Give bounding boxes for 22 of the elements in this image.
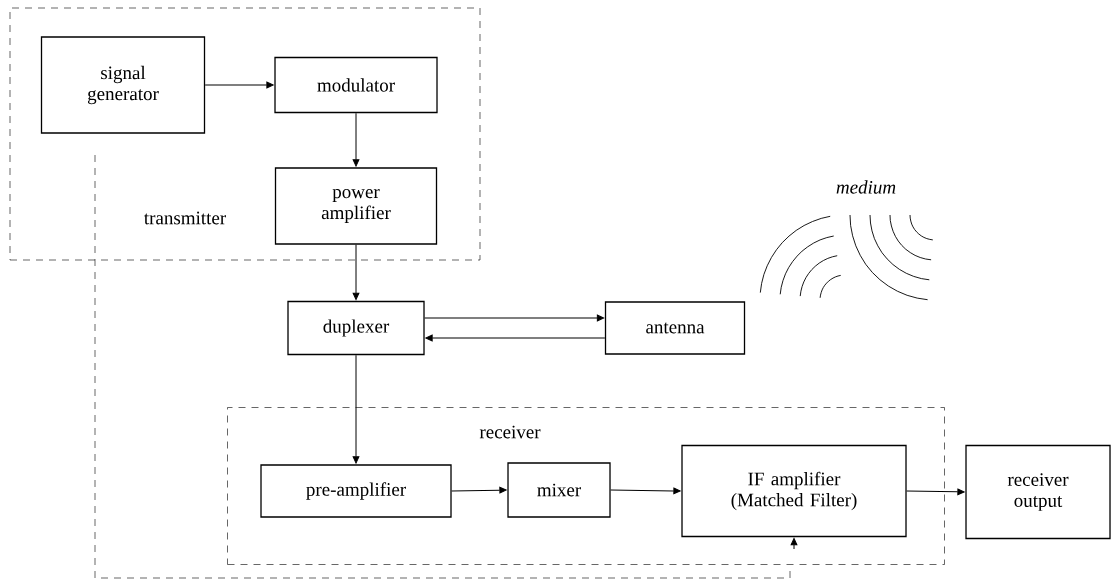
region-label: receiver: [479, 425, 541, 439]
arrow: [424, 314, 605, 322]
process-box: signal generator: [40, 36, 206, 134]
process-box: antenna: [604, 301, 746, 355]
process-box: duplexer: [287, 300, 425, 356]
medium-label: medium: [836, 180, 896, 194]
arrow: [451, 486, 507, 494]
process-box: modulator: [274, 56, 438, 114]
process-box: IF amplifier (Matched Filter): [681, 444, 907, 538]
arrow: [352, 354, 360, 464]
process-box: power amplifier: [274, 167, 438, 245]
process-box: receiver output: [965, 444, 1111, 540]
region-label: transmitter: [144, 211, 226, 225]
process-box: mixer: [507, 462, 611, 518]
arrow: [352, 112, 360, 167]
arrow: [906, 488, 965, 496]
arrow: [204, 81, 274, 89]
arrow: [790, 537, 798, 550]
process-box: pre-amplifier: [260, 464, 452, 518]
arrow: [352, 244, 360, 301]
arrow: [610, 487, 681, 495]
arrow: [425, 334, 606, 342]
